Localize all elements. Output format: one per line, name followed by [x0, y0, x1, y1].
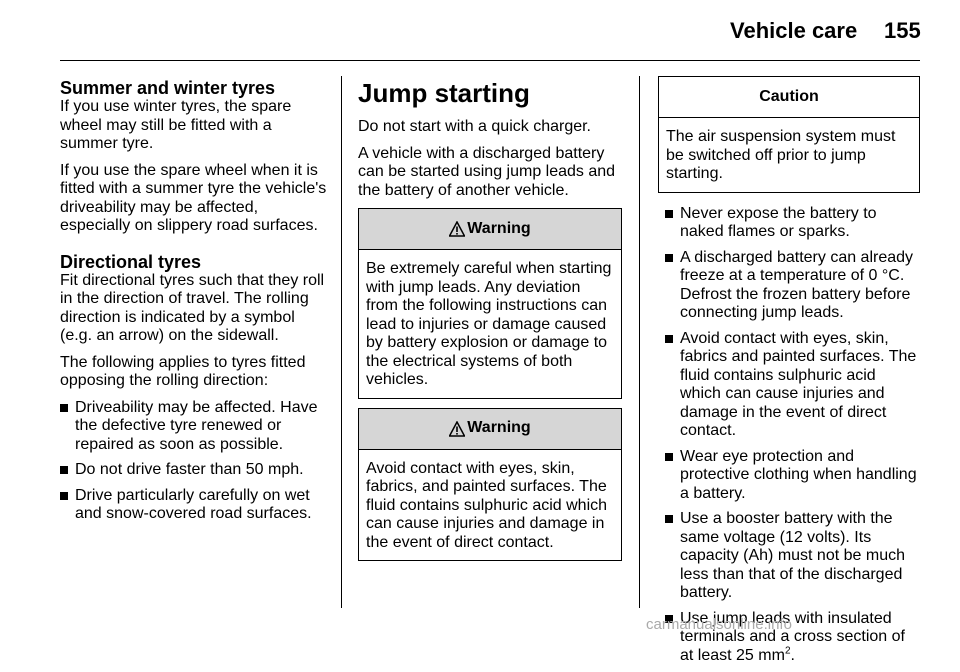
paragraph: If you use the spare wheel when it is fi…: [60, 161, 327, 235]
section-heading-summer-winter: Summer and winter tyres: [60, 78, 276, 98]
column-2: Jump starting Do not start with a quick …: [358, 78, 622, 570]
paragraph: Fit directional tyres such that they rol…: [60, 271, 325, 345]
list-item-text-suffix: .: [790, 646, 795, 664]
bullet-square-icon: [60, 491, 68, 500]
list-item-text: Use a booster battery with the same volt…: [680, 510, 905, 601]
list-item-text: Do not drive faster than 50 mph.: [75, 461, 304, 478]
bullet-square-icon: [665, 253, 673, 262]
bullet-square-icon: [665, 452, 673, 461]
list-item: Drive particularly carefully on wet and …: [60, 487, 328, 524]
list-item-text: A discharged battery can already freeze …: [680, 248, 914, 322]
list-item-text: Driveability may be affected. Have the d…: [75, 398, 318, 453]
warning-header: Warning: [359, 209, 621, 250]
warning-icon: [449, 420, 466, 437]
warning-box: Warning Avoid contact with eyes, skin, f…: [358, 407, 622, 561]
list-item: Do not drive faster than 50 mph.: [60, 461, 328, 480]
column-divider-1: [341, 76, 342, 608]
list-item: Never expose the battery to naked flames…: [665, 205, 920, 242]
page-header-title: Vehicle care: [730, 18, 858, 43]
watermark: carmanualsonline.info: [646, 616, 792, 633]
warning-title: Warning: [467, 219, 531, 237]
bullet-list: Never expose the battery to naked flames…: [665, 205, 920, 666]
bullet-square-icon: [60, 403, 68, 412]
bullet-square-icon: [665, 614, 673, 623]
paragraph: Do not start with a quick charger.: [358, 118, 591, 135]
list-item: Wear eye protection and protective cloth…: [665, 448, 920, 504]
header-divider: [60, 60, 920, 61]
warning-header: Warning: [359, 408, 621, 450]
section-heading-jump-starting: Jump starting: [358, 78, 530, 108]
column-1: Summer and winter tyres If you use winte…: [60, 78, 328, 531]
list-item: Driveability may be affected. Have the d…: [60, 399, 328, 455]
caution-box: Caution The air suspension system must b…: [658, 76, 920, 193]
list-item-text: Wear eye protection and protective cloth…: [680, 447, 917, 502]
list-item: Use a booster battery with the same volt…: [665, 510, 920, 603]
warning-icon: [449, 221, 466, 237]
list-item: A discharged battery can already freeze …: [665, 249, 920, 323]
bullet-list: Driveability may be affected. Have the d…: [60, 399, 328, 524]
column-3: Caution The air suspension system must b…: [658, 76, 920, 672]
bullet-square-icon: [665, 515, 673, 523]
page-number: 155: [884, 18, 921, 43]
section-heading-directional: Directional tyres: [60, 251, 202, 272]
column-divider-2: [639, 76, 640, 608]
caution-text: The air suspension system must be switch…: [666, 128, 896, 182]
list-item-text: Drive particularly carefully on wet and …: [75, 486, 312, 523]
bullet-square-icon: [665, 209, 673, 218]
caution-header: Caution: [659, 77, 919, 118]
warning-text: Avoid contact with eyes, skin, fabrics, …: [366, 459, 608, 551]
bullet-square-icon: [665, 334, 673, 343]
warning-text: Be extremely careful when starting with …: [366, 260, 612, 388]
paragraph: A vehicle with a discharged battery can …: [358, 144, 616, 199]
warning-title: Warning: [467, 419, 531, 437]
paragraph: If you use winter tyres, the spare wheel…: [60, 98, 292, 152]
paragraph: The following applies to tyres fitted op…: [60, 353, 306, 390]
list-item: Avoid contact with eyes, skin, fabrics a…: [665, 330, 920, 441]
warning-box: Warning Be extremely careful when starti…: [358, 208, 622, 399]
list-item-text: Avoid contact with eyes, skin, fabrics a…: [680, 329, 917, 440]
bullet-square-icon: [60, 466, 68, 474]
list-item-text: Never expose the battery to naked flames…: [680, 204, 877, 241]
